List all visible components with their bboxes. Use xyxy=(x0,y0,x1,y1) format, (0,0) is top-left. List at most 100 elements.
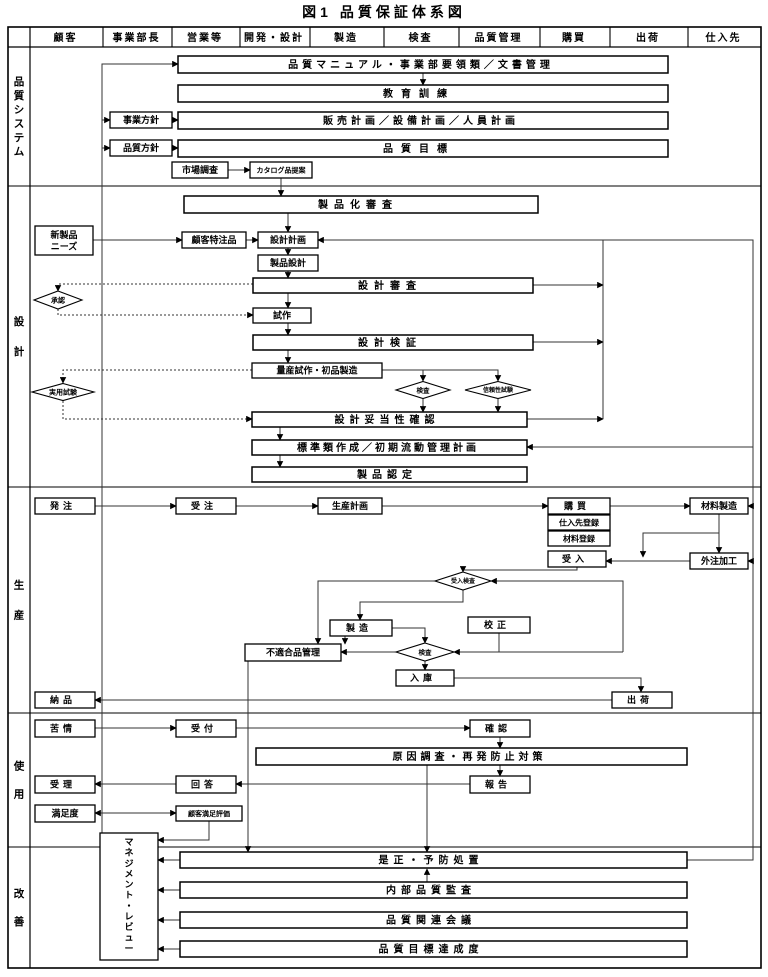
reliability-test-shape xyxy=(464,380,532,400)
satisfaction-shape xyxy=(34,804,96,823)
column-header-2: 営業等 xyxy=(187,31,223,44)
material-registration-shape xyxy=(547,530,611,547)
section-label-0: ス xyxy=(14,118,25,130)
node-quality-target-achievement: 品質目標達成度 xyxy=(179,940,688,958)
receiving-label: 受入 xyxy=(562,553,588,564)
customer-approval-label: 承認 xyxy=(51,296,65,305)
node-standards-creation: 標準類作成／初期流動管理計画 xyxy=(251,439,528,456)
acceptance-label: 受理 xyxy=(50,779,76,790)
standards-creation-label: 標準類作成／初期流動管理計画 xyxy=(297,441,479,454)
nonconforming-control-shape xyxy=(244,643,342,662)
quality-manual-label: 品質マニュアル・事業部要領類／文書管理 xyxy=(288,58,554,71)
section-label-0: 質 xyxy=(14,89,25,102)
flow-connector-23 xyxy=(382,369,427,382)
node-corrective-preventive-action: 是正・予防処置 xyxy=(179,851,688,869)
node-complaint: 苦情 xyxy=(34,719,96,738)
supplier-registration-shape xyxy=(547,514,611,531)
management-review-label: ト xyxy=(124,890,133,900)
flow-connector-11 xyxy=(317,236,754,861)
productization-review-label: 製品化審査 xyxy=(317,198,398,211)
sales-plan-shape xyxy=(177,111,669,130)
design-validation-label: 設計妥当性確認 xyxy=(335,413,440,426)
product-design-shape xyxy=(257,254,319,272)
flow-connector-38 xyxy=(639,532,719,558)
inspection-process-shape xyxy=(394,642,456,662)
catalog-proposal-shape xyxy=(249,161,313,179)
material-manufacturing-shape xyxy=(689,497,749,515)
node-shipping: 出荷 xyxy=(611,691,673,709)
customer-custom-product-shape xyxy=(181,231,247,249)
node-material-registration: 材料登録 xyxy=(547,530,611,547)
quality-target-achievement-label: 品質目標達成度 xyxy=(379,943,484,956)
column-header-9: 仕入先 xyxy=(705,31,742,44)
design-verification-shape xyxy=(252,334,534,351)
product-design-label: 製品設計 xyxy=(269,257,306,268)
sales-plan-label: 販売計画／設備計画／人員計画 xyxy=(323,114,519,127)
node-mass-production-trial: 量産試作・初品製造 xyxy=(251,362,383,379)
reception-label: 受付 xyxy=(191,723,217,734)
node-design-review: 設計審査 xyxy=(252,277,534,294)
column-header-3: 開発・設計 xyxy=(244,31,304,44)
flow-connector-41 xyxy=(459,566,578,573)
column-header-4: 製造 xyxy=(333,31,358,44)
outsourced-processing-shape xyxy=(689,552,749,570)
complaint-label: 苦情 xyxy=(50,723,76,734)
design-verification-label: 設計検証 xyxy=(358,336,422,349)
quality-policy-shape xyxy=(109,139,173,157)
management-review-label: メ xyxy=(124,869,133,879)
purchasing-shape xyxy=(547,497,611,515)
new-product-needs-label: 新製品 xyxy=(50,229,77,240)
node-catalog-proposal: カタログ品提案 xyxy=(249,161,313,179)
management-review-label: ネ xyxy=(124,848,133,858)
section-label-0: テ xyxy=(14,132,25,144)
node-market-research: 市場調査 xyxy=(171,161,229,179)
node-inspection-process: 検査 xyxy=(394,642,456,662)
node-order-placement: 発注 xyxy=(34,497,96,515)
quality-meetings-label: 品質関連会議 xyxy=(386,914,476,927)
manufacturing-label: 製造 xyxy=(345,622,372,633)
design-validation-shape xyxy=(251,411,528,428)
complaint-shape xyxy=(34,719,96,738)
nonconforming-control-label: 不適合品管理 xyxy=(266,647,320,658)
node-prototype: 試作 xyxy=(252,307,312,324)
section-label-4: 善 xyxy=(14,915,25,928)
flow-connector-43 xyxy=(356,590,464,621)
node-reply: 回答 xyxy=(175,775,237,794)
outsourced-processing-label: 外注加工 xyxy=(700,555,737,566)
node-business-policy: 事業方針 xyxy=(109,111,173,129)
material-manufacturing-label: 材料製造 xyxy=(700,500,738,511)
section-label-4: 改 xyxy=(14,887,25,900)
standards-creation-shape xyxy=(251,439,528,456)
figure-title: 図1 品質保証体系図 xyxy=(302,4,466,20)
node-material-manufacturing: 材料製造 xyxy=(689,497,749,515)
inspection-initial-label: 検査 xyxy=(417,385,431,394)
node-production-plan: 生産計画 xyxy=(317,497,383,515)
section-label-2: 産 xyxy=(14,609,25,622)
node-purchasing: 購買 xyxy=(547,497,611,515)
shipping-label: 出荷 xyxy=(627,694,653,705)
mass-production-trial-label: 量産試作・初品製造 xyxy=(276,365,358,376)
field-test-shape xyxy=(29,382,97,402)
order-received-label: 受注 xyxy=(191,500,217,511)
corrective-preventive-action-shape xyxy=(179,851,688,869)
node-receiving: 受入 xyxy=(547,550,607,568)
production-plan-shape xyxy=(317,497,383,515)
confirmation-label: 確認 xyxy=(485,723,511,734)
new-product-needs-shape xyxy=(34,225,94,256)
section-label-1: 設 xyxy=(14,315,25,328)
prototype-label: 試作 xyxy=(273,310,291,321)
mass-production-trial-shape xyxy=(251,362,383,379)
node-delivery: 納品 xyxy=(34,691,96,709)
node-quality-target: 品質目標 xyxy=(177,139,669,158)
order-received-shape xyxy=(175,497,237,515)
flow-connector-28 xyxy=(62,401,253,423)
flow-connector-19 xyxy=(57,309,254,319)
receiving-shape xyxy=(547,550,607,568)
inspection-process-label: 検査 xyxy=(419,647,433,656)
node-education-training: 教育訓練 xyxy=(177,84,669,103)
node-manufacturing: 製造 xyxy=(329,619,393,637)
node-quality-manual: 品質マニュアル・事業部要領類／文書管理 xyxy=(177,55,669,74)
